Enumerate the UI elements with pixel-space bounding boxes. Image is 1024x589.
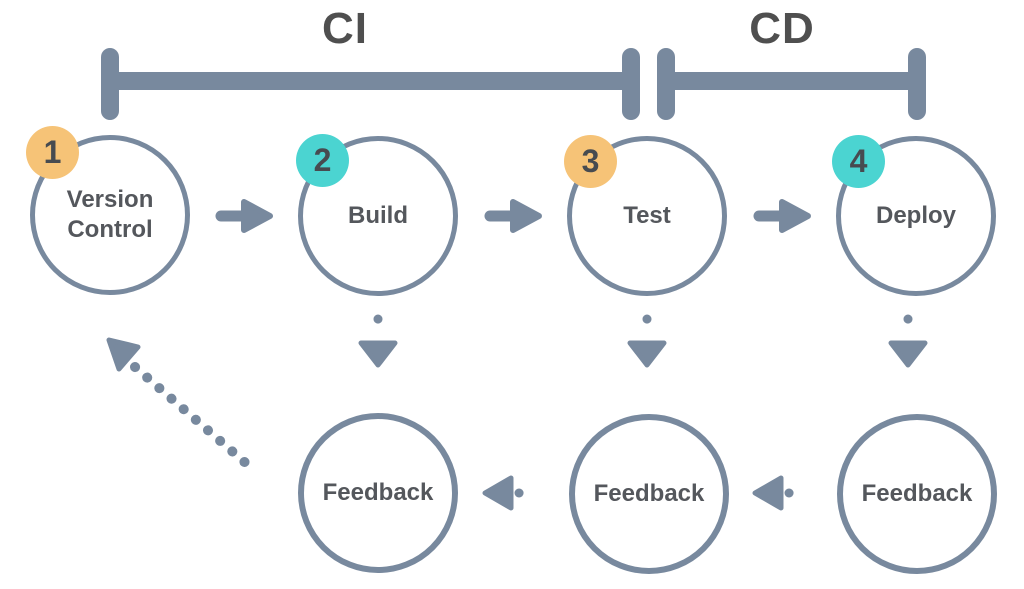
cd-section-label: CD bbox=[749, 4, 815, 53]
arrow-build-to-feedback-icon bbox=[358, 314, 398, 368]
feedback-label: Feedback bbox=[322, 479, 434, 506]
stage-badge-3: 3 bbox=[564, 135, 617, 188]
stage-label: Version Control bbox=[66, 186, 154, 243]
arrow-test-to-feedback-icon bbox=[627, 314, 667, 368]
arrow-feedback-test-to-build-icon bbox=[482, 475, 539, 511]
arrow-feedback-deploy-to-test-icon bbox=[752, 475, 809, 511]
arrow-test-to-deploy-icon bbox=[753, 199, 811, 233]
feedback-circle-deploy: Feedback bbox=[837, 414, 997, 574]
feedback-label: Feedback bbox=[593, 480, 705, 507]
arrow-build-to-test-icon bbox=[484, 199, 542, 233]
arrow-version-to-build-icon bbox=[215, 199, 273, 233]
stage-label: Test bbox=[623, 202, 671, 229]
cd-bracket bbox=[657, 48, 926, 120]
stage-label: Deploy bbox=[875, 202, 956, 229]
stage-badge-4: 4 bbox=[832, 135, 885, 188]
stage-badge-2: 2 bbox=[296, 134, 349, 187]
arrow-deploy-to-feedback-icon bbox=[888, 314, 928, 368]
feedback-circle-test: Feedback bbox=[569, 414, 729, 574]
ci-bracket bbox=[101, 48, 640, 120]
feedback-label: Feedback bbox=[861, 480, 973, 507]
stage-badge-1: 1 bbox=[26, 126, 79, 179]
ci-section-label: CI bbox=[322, 4, 368, 53]
feedback-circle-build: Feedback bbox=[298, 413, 458, 573]
stage-label: Build bbox=[348, 202, 408, 229]
arrow-feedback-to-version-control-icon bbox=[106, 337, 261, 477]
